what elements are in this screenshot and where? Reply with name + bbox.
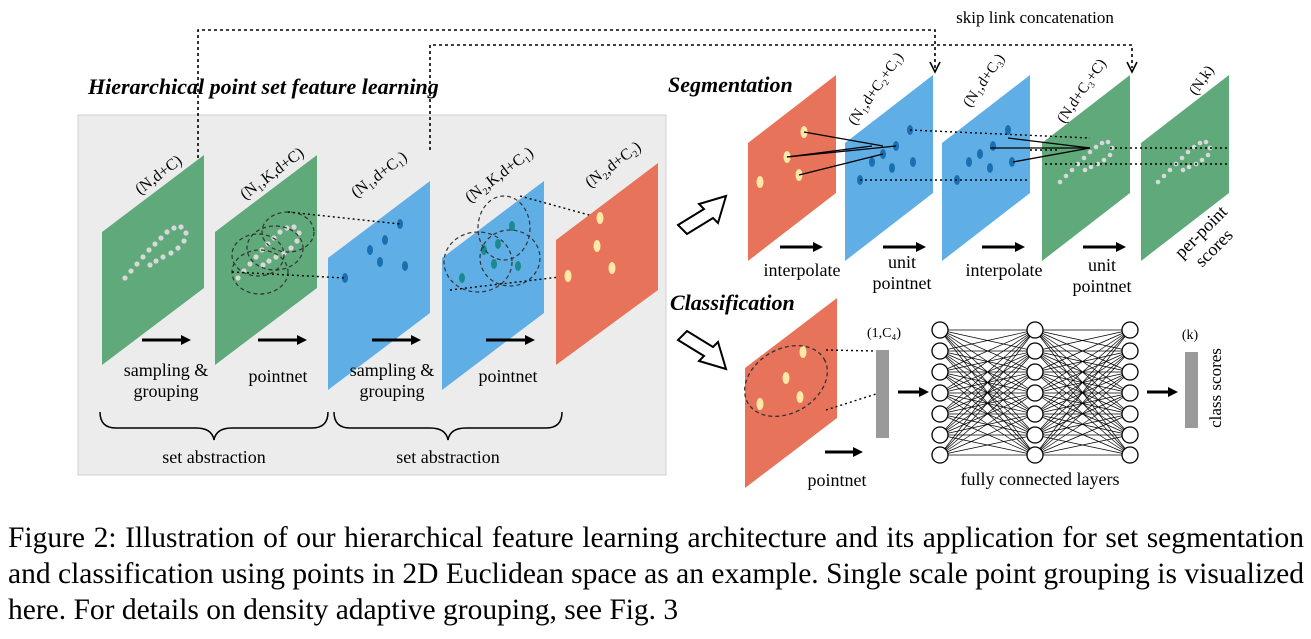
fc-connection — [939, 392, 1036, 436]
pointnet-label-1: pointnet — [249, 366, 308, 386]
plane-grouped-2 — [442, 181, 544, 390]
fc-connection — [939, 329, 1036, 394]
fc-neuron — [1026, 342, 1044, 360]
sampling-label-2a: sampling & — [350, 360, 435, 380]
fc-connection — [1034, 434, 1131, 456]
hierarchical-title: Hierarchical point set feature learning — [87, 74, 439, 99]
projection-lines-2 — [449, 195, 601, 291]
seg-plane-4 — [1042, 75, 1130, 261]
fc-neuron — [931, 342, 949, 360]
fc-neuron — [1121, 363, 1139, 381]
fc-neuron — [931, 363, 949, 381]
seg-plane-3 — [942, 75, 1030, 261]
fc-neuron — [1121, 342, 1139, 360]
fc-neuron — [1026, 405, 1044, 423]
c4-label: (1,C₄) — [867, 326, 901, 341]
fc-connection — [1034, 350, 1131, 456]
fc-neuron — [1121, 426, 1139, 444]
fc-layers-label: fully connected layers — [961, 469, 1120, 489]
fc-connection — [939, 434, 1036, 456]
segmentation-title: Segmentation — [668, 72, 793, 97]
fc-connection — [1034, 413, 1131, 436]
fc-neuron — [1026, 363, 1044, 381]
class-scores-label: class scores — [1206, 348, 1225, 428]
fc-connection — [939, 329, 1036, 352]
cls-projection — [825, 349, 877, 411]
cls-plane — [744, 298, 837, 488]
fc-network — [931, 321, 1139, 464]
global-feature-vector — [876, 350, 889, 438]
fc-connection — [1034, 329, 1131, 352]
fc-connection — [939, 371, 1036, 456]
fc-connection — [1034, 413, 1131, 456]
unit-pointnet-label-2a: unit — [1088, 255, 1116, 275]
fc-connection — [1034, 329, 1131, 415]
seg-plane-1 — [748, 75, 836, 261]
fc-neuron — [931, 446, 949, 464]
fc-connection — [939, 392, 1036, 456]
set-abstraction-label-2: set abstraction — [396, 447, 499, 467]
sampling-label-1a: sampling & — [124, 360, 209, 380]
plane-sa1 — [328, 181, 430, 390]
set-abstraction-label-1: set abstraction — [162, 447, 265, 467]
fc-neuron — [931, 321, 949, 339]
fc-connection — [939, 350, 1036, 456]
fc-connection — [1034, 392, 1131, 456]
braces — [99, 411, 563, 441]
fc-neuron — [1121, 384, 1139, 402]
unit-pointnet-label-1a: unit — [888, 252, 916, 272]
sampling-label-2b: grouping — [360, 381, 425, 401]
plane-grouped — [215, 155, 317, 365]
interpolate-label-2: interpolate — [966, 260, 1043, 280]
skip-links — [197, 29, 1133, 158]
fc-connection — [939, 329, 1036, 456]
fc-connection — [939, 329, 1036, 436]
unit-pointnet-label-2b: pointnet — [1073, 276, 1132, 296]
seg-plane-5 — [1141, 75, 1229, 261]
seg-skip-dotted — [860, 129, 1228, 181]
fc-neuron — [1026, 446, 1044, 464]
fc-neuron — [931, 405, 949, 423]
seg-interp-lines — [786, 131, 1091, 176]
fc-neuron — [1026, 384, 1044, 402]
fc-neuron — [931, 426, 949, 444]
hollow-arrows — [676, 194, 728, 371]
fc-connection — [939, 413, 1036, 436]
fc-connection — [939, 329, 1036, 415]
interpolate-label-1: interpolate — [764, 260, 841, 280]
classification-title: Classification — [670, 290, 795, 315]
fc-connection — [1034, 329, 1131, 456]
fc-neuron — [1121, 446, 1139, 464]
fc-connection — [939, 329, 1036, 373]
fc-neuron — [1026, 426, 1044, 444]
fc-connection — [1034, 329, 1131, 373]
pointnet-label-2: pointnet — [479, 366, 538, 386]
plane-input — [102, 155, 204, 365]
plane-sa2 — [556, 163, 658, 365]
skip-link-label: skip link concatenation — [956, 8, 1114, 27]
sampling-label-1b: grouping — [134, 381, 199, 401]
fc-connection — [939, 413, 1036, 456]
fc-connection — [1034, 371, 1131, 456]
fc-connection — [1034, 329, 1131, 394]
figure-caption: Figure 2: Illustration of our hierarchic… — [8, 522, 1304, 626]
fc-neuron — [1121, 405, 1139, 423]
fc-neuron — [1121, 321, 1139, 339]
fc-connection — [1034, 329, 1131, 436]
k-label: (k) — [1182, 328, 1199, 343]
projection-lines-1 — [231, 211, 401, 279]
fc-connection — [1034, 392, 1131, 436]
fc-neuron — [1026, 321, 1044, 339]
fc-neuron — [931, 384, 949, 402]
architecture-diagram: skip link concatenation Hierarchical poi… — [77, 8, 1237, 490]
unit-pointnet-label-1b: pointnet — [873, 273, 932, 293]
class-score-vector — [1185, 352, 1198, 428]
cls-pointnet-label: pointnet — [808, 470, 867, 490]
